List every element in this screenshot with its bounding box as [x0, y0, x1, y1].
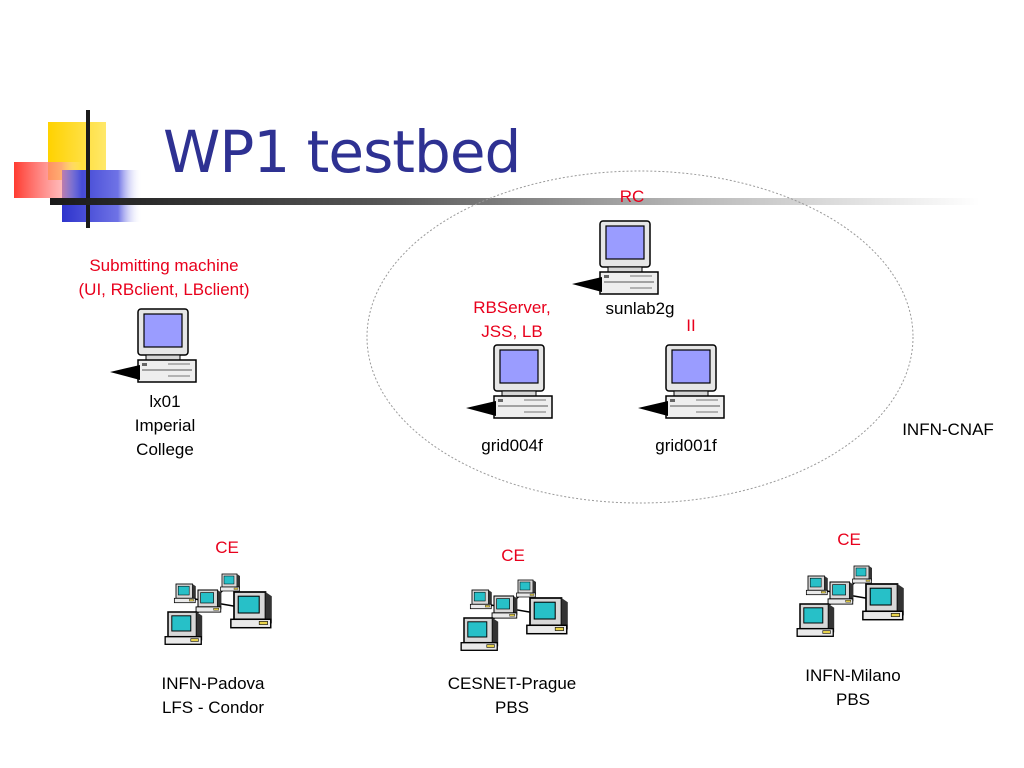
ce-role-label: CE — [501, 546, 525, 565]
ce-site-label: INFN-Padova LFS - Condor — [161, 674, 265, 717]
ce-role-label: CE — [215, 538, 239, 557]
rb-host-label: grid004f — [481, 436, 543, 455]
title-rule — [50, 198, 980, 205]
cnaf-site-label: INFN-CNAF — [902, 420, 994, 439]
ii-host-label: grid001f — [655, 436, 717, 455]
page-title: WP1 testbed — [163, 118, 521, 186]
rc-host-label: sunlab2g — [605, 299, 675, 318]
ce-role-label: CE — [837, 530, 861, 549]
ce-site-label: INFN-Milano PBS — [805, 666, 901, 709]
submitting-role-label: Submitting machine (UI, RBclient, LBclie… — [78, 256, 250, 299]
rc-role-label: RC — [619, 187, 645, 206]
ii-role-label: II — [686, 316, 696, 335]
rb-role-label: RBServer, JSS, LB — [473, 298, 551, 341]
ce-site-label: CESNET-Prague PBS — [447, 674, 577, 717]
submitting-host-label: lx01 Imperial College — [134, 392, 196, 459]
